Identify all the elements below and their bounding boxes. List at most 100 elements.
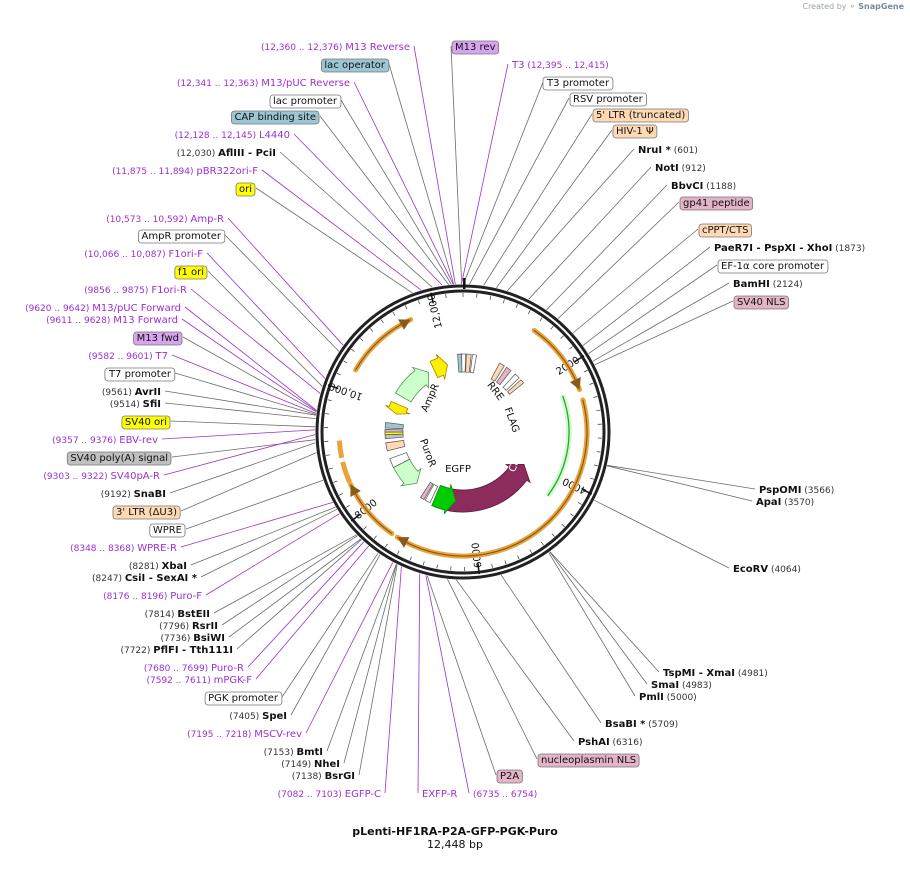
ori-arrow xyxy=(429,354,448,381)
label-site-40: (9192) SnaBI xyxy=(101,489,166,500)
minor-tick xyxy=(502,299,505,304)
minor-tick xyxy=(570,513,574,517)
leader-line xyxy=(190,288,321,394)
label-box-68: P2A xyxy=(496,769,523,784)
leader-line xyxy=(582,246,711,346)
feature-label-box xyxy=(733,295,789,310)
label-site-50: (7814) BstEII xyxy=(145,609,210,620)
enzyme-site-label: (8247) CsiI - SexAI * xyxy=(92,573,198,584)
enzyme-site-label: TspMI - XmaI (4981) xyxy=(663,668,768,679)
feature-label: cPPT/CTS xyxy=(702,225,748,236)
plasmid-name: pLenti-HF1RA-P2A-GFP-PGK-Puro xyxy=(352,825,558,838)
feature-box-4 xyxy=(490,362,505,382)
leader-line xyxy=(180,452,317,512)
label-primer-14: (11,875 .. 11,894) pBR322ori-F xyxy=(112,166,258,177)
minor-tick xyxy=(489,295,492,300)
label-site-43: ApaI (3570) xyxy=(756,497,814,508)
label-box-21: AmpR promoter xyxy=(138,229,226,244)
primer-label: (9357 .. 9376) EBV-rev xyxy=(52,435,158,446)
leader-line xyxy=(425,575,470,794)
feature-box-12 xyxy=(385,439,406,452)
enzyme-site-label: (12,030) AflIII - PciI xyxy=(177,148,276,159)
minor-tick xyxy=(593,464,598,467)
minor-tick xyxy=(328,467,334,470)
leader-line xyxy=(546,184,668,311)
label-box-9: 5' LTR (truncated) xyxy=(592,108,689,123)
enzyme-site-label: (9514) SfiI xyxy=(110,399,161,410)
label-site-17: BbvCI (1188) xyxy=(671,181,736,192)
leader-line xyxy=(205,513,340,596)
leader-line xyxy=(163,434,316,476)
minor-tick xyxy=(589,477,594,480)
primer-label: (8176 .. 8196) Puro-F xyxy=(103,591,202,602)
enzyme-site-label: PshAI (6316) xyxy=(578,737,642,748)
leader-line xyxy=(384,566,402,794)
label-primer-71: (6735 .. 6754) xyxy=(473,790,537,800)
enzyme-site-label: BsaBI * (5709) xyxy=(605,719,678,730)
label-site-51: (7796) RsrII xyxy=(159,621,218,632)
feature-label-box xyxy=(230,110,320,125)
label-box-18: gp41 peptide xyxy=(679,196,754,211)
tick-label: 12,000 xyxy=(426,293,445,330)
credit-brand: SnapGene xyxy=(858,2,904,11)
minor-tick xyxy=(363,526,367,530)
leader-line xyxy=(358,564,398,776)
leader-line xyxy=(174,372,317,415)
credit-prefix: Created by xyxy=(802,2,847,11)
label-box-11: HIV-1 Ψ xyxy=(612,124,658,139)
enzyme-site-label: PmlI (5000) xyxy=(639,692,697,703)
leader-line xyxy=(221,535,358,626)
feature-label: T7 promoter xyxy=(108,369,172,380)
feature-label-box xyxy=(451,40,499,55)
egfp-arrow xyxy=(431,483,457,515)
minor-tick xyxy=(396,550,400,555)
feature-label-box xyxy=(542,76,614,91)
feature-label: nucleoplasmin NLS xyxy=(541,755,636,766)
minor-tick xyxy=(569,346,573,350)
feature-label-box xyxy=(612,124,658,139)
leader-line xyxy=(227,217,344,346)
leader-line xyxy=(261,169,422,291)
outer-strand-circle xyxy=(315,284,611,580)
feature-label-box xyxy=(149,523,186,538)
leader-line xyxy=(236,539,362,650)
major-tick xyxy=(430,292,435,304)
leader-line xyxy=(182,336,317,413)
minor-tick xyxy=(491,563,493,568)
label-primer-69: (7082 .. 7103) EGFP-C xyxy=(278,789,381,800)
inner-strand-circle xyxy=(320,289,606,575)
label-primer-19: (10,573 .. 10,592) Amp-R xyxy=(106,214,224,225)
minor-tick xyxy=(373,535,377,540)
label-box-36: SV40 ori xyxy=(121,415,171,430)
minor-tick xyxy=(550,326,554,330)
leader-line xyxy=(592,282,730,362)
feature-label-box xyxy=(698,223,752,238)
label-box-16: ori xyxy=(235,182,256,197)
feature-label: HIV-1 Ψ xyxy=(616,126,654,137)
enzyme-site-label: (7153) BmtI xyxy=(264,747,323,758)
minor-tick xyxy=(577,502,582,505)
primer-label: (7195 .. 7218) MSCV-rev xyxy=(187,729,302,740)
label-site-56: TspMI - XmaI (4981) xyxy=(663,668,768,679)
leader-line xyxy=(164,390,317,416)
leader-line xyxy=(461,63,509,285)
feature-box-2 xyxy=(465,353,472,373)
minor-tick xyxy=(583,369,588,373)
enzyme-site-label: PspOMI (3566) xyxy=(759,485,834,496)
minor-tick xyxy=(529,549,532,554)
ring-arrow-ef1a-head xyxy=(397,537,410,548)
ring-arrow-amp-core xyxy=(355,319,411,371)
leader-line xyxy=(169,442,316,494)
primer-label: (6735 .. 6754) xyxy=(473,790,537,800)
leader-line xyxy=(224,234,340,352)
feature-box-0 xyxy=(457,353,463,373)
leader-line xyxy=(207,270,323,387)
label-site-46: EcoRV (4064) xyxy=(733,564,801,575)
label-site-34: (9561) AvrII xyxy=(102,387,161,398)
leader-line xyxy=(206,252,326,379)
puror-arrow xyxy=(392,458,422,487)
leader-line xyxy=(500,574,602,724)
leader-line xyxy=(185,479,324,530)
leader-line xyxy=(507,148,635,292)
